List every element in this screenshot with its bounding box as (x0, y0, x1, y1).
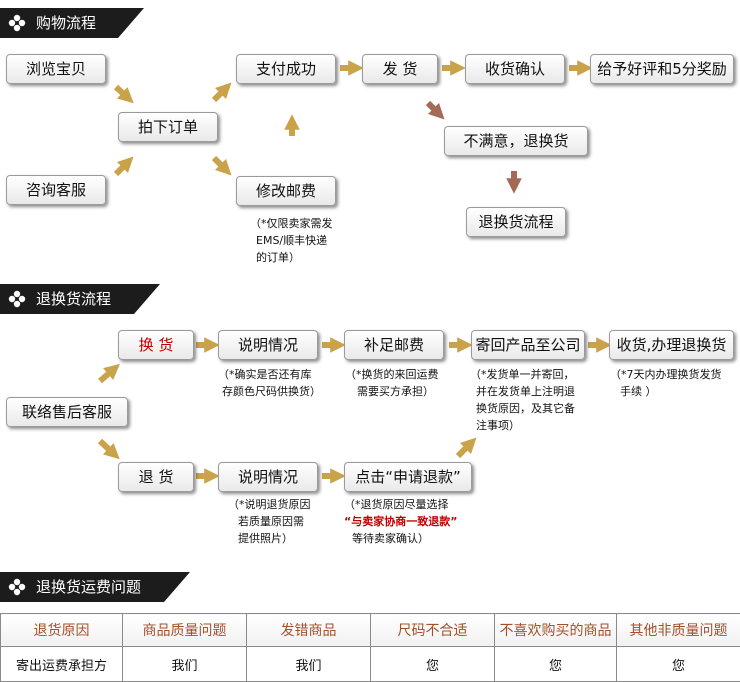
table-cell: 您 (371, 647, 495, 682)
arrow-apply-to-sendback (458, 443, 471, 456)
table-header-cell: 退货原因 (1, 614, 123, 647)
return-process-box: 退换货流程 (466, 207, 566, 237)
browse-box: 浏览宝贝 (6, 54, 106, 84)
note-apply-refund: （*退货原因尽量选择 “与卖家协商一致退款” 等待卖家确认） (344, 496, 457, 547)
add-postage-box: 补足邮费 (344, 330, 444, 360)
exchange-box: 换 货 (118, 330, 194, 360)
table-cell: 我们 (123, 647, 247, 682)
payment-success-box: 支付成功 (236, 54, 336, 84)
explain-exchange-box: 说明情况 (218, 330, 318, 360)
note-add-postage: （*换货的来回运费 需要买方承担） (345, 366, 439, 400)
table-header-cell: 不喜欢购买的商品 (495, 614, 617, 647)
table-cell: 我们 (247, 647, 371, 682)
table-cell: 您 (495, 647, 617, 682)
arrow-service-to-exchange (100, 369, 114, 381)
note-explain-refund: （*说明退货原因 若质量原因需 提供照片） (228, 496, 311, 547)
confirm-receipt-box: 收货确认 (465, 54, 565, 84)
arrow-consult-to-order (116, 162, 128, 174)
unsatisfied-box: 不满意，退换货 (444, 126, 588, 156)
send-back-box: 寄回产品至公司 (471, 330, 585, 360)
arrow-order-to-payment (214, 88, 226, 100)
table-cell: 您 (617, 647, 740, 682)
after-sales-box: 联络售后客服 (6, 397, 128, 427)
table-header-cell: 其他非质量问题 (617, 614, 740, 647)
place-order-box: 拍下订单 (118, 112, 218, 142)
modify-postage-box: 修改邮费 (236, 176, 336, 206)
arrow-order-to-postage (214, 158, 226, 170)
note-send-back: （*发货单一并寄回， 并在发货单上注明退 换货原因，及其它备 注事项） (470, 366, 575, 434)
note-explain-exchange: （*确实是否还有库 存颜色尺码供换货） (218, 366, 321, 400)
ship-box: 发 货 (362, 54, 438, 84)
table-header-cell: 尺码不合适 (371, 614, 495, 647)
postage-note: （*仅限卖家需发 EMS/顺丰快递 的订单） (250, 215, 333, 266)
table-header-row: 退货原因 商品质量问题 发错商品 尺码不合适 不喜欢购买的商品 其他非质量问题 (1, 614, 740, 647)
receive-process-box: 收货,办理退换货 (609, 330, 734, 360)
review-box: 给予好评和5分奖励 (590, 54, 734, 84)
explain-refund-box: 说明情况 (218, 462, 318, 492)
consult-box: 咨询客服 (6, 175, 106, 205)
arrow-ship-to-unsatisfied (428, 103, 439, 114)
table-header-cell: 发错商品 (247, 614, 371, 647)
arrow-service-to-refund (100, 441, 114, 454)
shipping-fee-table: 退货原因 商品质量问题 发错商品 尺码不合适 不喜欢购买的商品 其他非质量问题 … (0, 613, 740, 682)
arrow-browse-to-order (116, 87, 128, 98)
table-cell: 寄出运费承担方 (1, 647, 123, 682)
refund-box: 退 货 (118, 462, 194, 492)
table-header-cell: 商品质量问题 (123, 614, 247, 647)
table-row: 寄出运费承担方 我们 我们 您 您 您 (1, 647, 740, 682)
apply-refund-box: 点击“申请退款” (344, 462, 472, 492)
note-receive: （*7天内办理换货发货 手续 ） (610, 366, 722, 400)
